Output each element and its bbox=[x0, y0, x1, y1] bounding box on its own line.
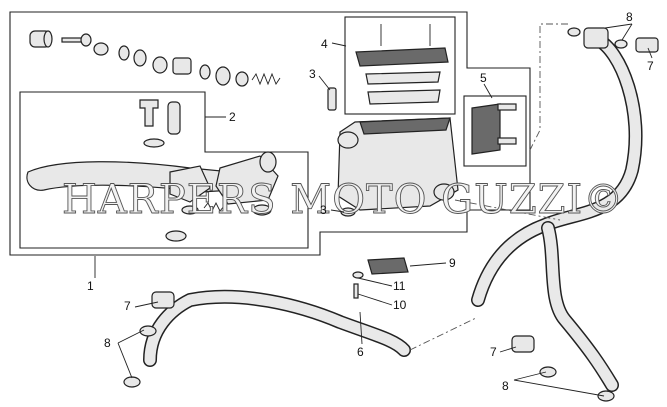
lower-hose bbox=[123, 289, 615, 402]
callout-3: 3 bbox=[320, 203, 327, 217]
callout-2: 2 bbox=[229, 110, 236, 124]
callout-9: 9 bbox=[449, 256, 456, 270]
connector-line bbox=[409, 317, 477, 351]
callout-8: 8 bbox=[104, 336, 111, 350]
connector-line bbox=[529, 23, 568, 151]
callout-labels: 1 2 3 3 4 5 6 7 7 7 8 8 8 9 10 11 bbox=[87, 10, 654, 393]
connector-line bbox=[454, 199, 561, 221]
callout-3: 3 bbox=[309, 67, 316, 81]
pin-and-seal-parts bbox=[29, 30, 281, 87]
reservoir-cap-frame bbox=[344, 16, 456, 115]
callout-6: 6 bbox=[357, 345, 364, 359]
callout-7: 7 bbox=[647, 59, 654, 73]
callout-8: 8 bbox=[626, 10, 633, 24]
callout-8: 8 bbox=[502, 379, 509, 393]
callout-7: 7 bbox=[124, 299, 131, 313]
upper-hose bbox=[471, 27, 659, 392]
brake-lever bbox=[26, 99, 279, 242]
master-cylinder-body bbox=[327, 87, 459, 217]
callout-5: 5 bbox=[480, 71, 487, 85]
callout-10: 10 bbox=[393, 298, 407, 312]
watermark: HARPERS MOTO GUZZI© bbox=[62, 177, 624, 223]
handlebar-clamp bbox=[471, 103, 517, 155]
callout-1: 1 bbox=[87, 279, 94, 293]
stop-light-switch bbox=[352, 257, 409, 299]
callout-7: 7 bbox=[490, 345, 497, 359]
callout-11: 11 bbox=[393, 279, 406, 293]
callout-4: 4 bbox=[321, 37, 328, 51]
reservoir-cap bbox=[355, 24, 449, 105]
master-cylinder-assembly-frame bbox=[9, 11, 531, 256]
clamp-frame bbox=[463, 95, 527, 167]
leader-lines bbox=[94, 23, 653, 397]
lever-sub-assembly-frame bbox=[19, 91, 309, 249]
